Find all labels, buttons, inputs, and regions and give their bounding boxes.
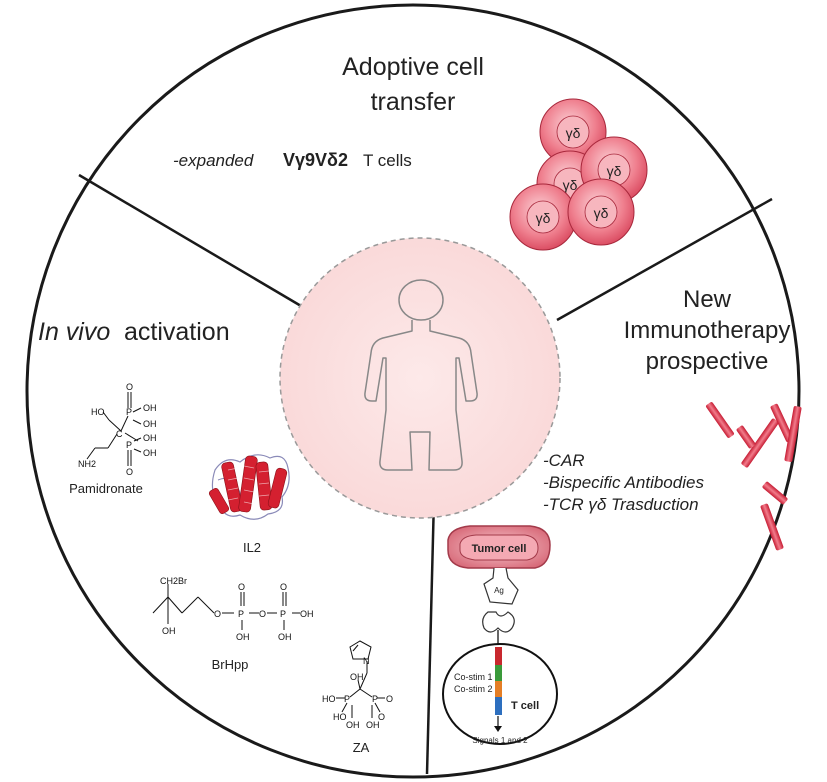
car-segment-red [495,647,502,665]
brhpp-atom-p1: P [238,609,244,619]
antibody [760,503,784,551]
pam-atom-p2: P [126,440,132,450]
left-title-rest: activation [124,318,230,346]
tumor-cell-label: Tumor cell [472,543,527,555]
gd-cell-label: γδ [607,163,622,179]
right-title-line2: Immunotherapy [624,317,791,344]
za-label: ZA [353,740,370,755]
za-atom-p1: P [344,694,350,704]
antibody [770,403,794,443]
signal-arrow-icon [494,726,502,732]
top-title-line2: transfer [371,88,456,116]
pamidronate-label: Pamidronate [69,481,143,496]
za-atom-ho1: HO [322,694,336,704]
brhpp-atom-oh-a: OH [236,632,250,642]
top-subtitle-suffix: T cells [363,151,412,170]
gd-cell-label: γδ [563,177,578,193]
pamidronate-structure [86,392,142,466]
center-circle [279,237,561,519]
pam-atom-o2: O [126,467,133,477]
top-subtitle-prefix: -expanded [173,151,254,170]
pam-atom-p1: P [126,407,132,417]
tcell-label: T cell [511,700,539,712]
brhpp-structure [152,584,300,630]
pam-atom-oh2: OH [143,419,157,429]
pam-atom-oh3: OH [143,433,157,443]
brhpp-atom-ch2br: CH2Br [160,576,187,586]
gamma-delta-cell-cluster: γδ γδ γδ γδ γδ [509,98,648,251]
signals-label: Signals 1 and 2 [472,736,528,745]
child-icon [364,279,478,471]
right-title-line3: prospective [646,348,769,375]
antibody [736,425,756,449]
brhpp-atom-oh-c: OH [300,609,314,619]
car-segment-blue [495,697,502,715]
brhpp-atom-o4: O [280,582,287,592]
pam-atom-c: C [116,429,123,439]
car-receptor-icon [482,611,515,633]
left-title-italic: In vivo [38,318,110,346]
costim1-label: Co-stim 1 [454,672,493,682]
antibody [706,402,734,438]
car-tcell-schematic: Tumor cell Ag Co-stim 1 Co-stim 2 T cell… [442,525,558,745]
right-list-item-tcr: -TCR γδ Trasduction [543,495,699,514]
gd-cell: γδ [567,178,635,246]
za-structure [336,640,385,718]
antigen-icon [483,567,519,605]
za-atom-oh1: OH [346,720,360,730]
brhpp-atom-o2: O [259,609,266,619]
pam-atom-oh4: OH [143,448,157,458]
brhpp-atom-p2: P [280,609,286,619]
pam-atom-oh1: OH [143,403,157,413]
gd-cell-label: γδ [536,210,551,226]
antigen-label: Ag [494,586,504,595]
pam-atom-ho: HO [91,407,105,417]
brhpp-atom-oh: OH [162,626,176,636]
pam-atom-o1: O [126,382,133,392]
divider-top-right [556,197,773,322]
divider-top-left [78,173,319,318]
antibody [784,406,802,462]
top-title-line1: Adoptive cell [342,53,484,81]
brhpp-label: BrHpp [212,657,249,672]
top-subtitle-main: Vγ9Vδ2 [283,150,348,170]
brhpp-atom-o3: O [238,582,245,592]
antibody [741,418,779,468]
il2-protein-icon [208,454,290,520]
gd-cell: γδ [509,183,577,251]
za-atom-ho2: HO [333,712,347,722]
right-list-item-car: -CAR [543,451,585,470]
za-atom-n: N [363,656,370,666]
pam-atom-nh2: NH2 [78,459,96,469]
gd-cell-label: γδ [594,205,609,221]
gd-cell-label: γδ [566,125,581,141]
za-atom-o1: O [386,694,393,704]
za-atom-p2: P [372,694,378,704]
za-atom-o2: O [378,712,385,722]
divider-bottom [425,497,436,775]
right-list-item-bispecific: -Bispecific Antibodies [543,473,704,492]
il2-label: IL2 [243,540,261,555]
car-segment-green [495,665,502,681]
antibody [762,481,788,505]
za-atom-oh2: OH [366,720,380,730]
right-title-line1: New [683,286,732,313]
car-segment-orange [495,681,502,697]
costim2-label: Co-stim 2 [454,684,493,694]
antibodies-icon [706,402,802,551]
brhpp-atom-o1: O [214,609,221,619]
za-atom-oh: OH [350,672,364,682]
brhpp-atom-oh-b: OH [278,632,292,642]
